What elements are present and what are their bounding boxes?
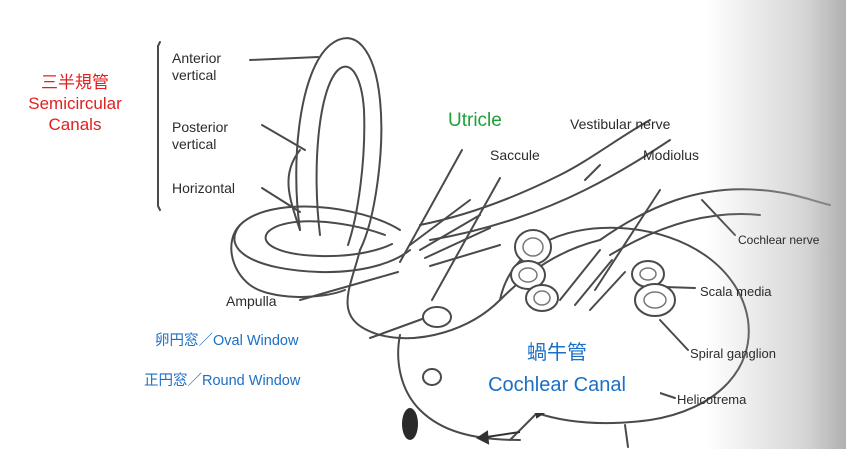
cochlear-canal-cn: 蝸牛管 [462, 340, 652, 366]
posterior-line2: vertical [172, 136, 228, 153]
label-saccule: Saccule [490, 147, 540, 164]
label-anterior-vertical: Anterior vertical [172, 50, 221, 84]
label-spiral-ganglion: Spiral ganglion [690, 345, 776, 362]
dark-mark [402, 408, 418, 440]
cochlea-turn-3 [526, 285, 558, 311]
cochlea-turn-5 [635, 284, 675, 316]
label-round-window: 正円窓／Round Window [144, 373, 300, 390]
semicircular-bracket [158, 42, 160, 210]
semicircular-cn: 三半規管 [10, 72, 140, 93]
anterior-line2: vertical [172, 67, 221, 84]
page-edge-shadow [706, 0, 846, 449]
label-horizontal: Horizontal [172, 180, 235, 197]
semicircular-en-1: Semicircular [10, 93, 140, 114]
oval-window-shape [423, 307, 451, 327]
label-cochlear-nerve: Cochlear nerve [738, 232, 819, 249]
cochlear-canal-en: Cochlear Canal [462, 372, 652, 398]
vestibule [348, 240, 601, 338]
cochlear-canal-heading: 蝸牛管 Cochlear Canal [462, 340, 652, 398]
semicircular-en-2: Canals [10, 114, 140, 135]
label-posterior-vertical: Posterior vertical [172, 119, 228, 153]
posterior-line1: Posterior [172, 119, 228, 136]
semicircular-canals-heading: 三半規管 Semicircular Canals [10, 72, 140, 135]
label-helicotrema: Helicotrema [677, 391, 746, 408]
label-vestibular-nerve: Vestibular nerve [570, 116, 670, 133]
label-scala-media: Scala media [700, 283, 772, 300]
label-ampulla: Ampulla [226, 293, 277, 310]
vestibular-nerve [420, 120, 650, 225]
round-window-shape [423, 369, 441, 385]
label-oval-window: 卵円窓／Oval Window [155, 333, 298, 350]
label-utricle: Utricle [448, 112, 502, 129]
label-modiolus: Modiolus [643, 147, 699, 164]
cochlea-turn-4 [632, 261, 664, 287]
cochlea-turn-1 [515, 230, 551, 264]
anterior-line1: Anterior [172, 50, 221, 67]
flow-arrow-left [478, 432, 488, 443]
horizontal-canal [234, 206, 410, 272]
